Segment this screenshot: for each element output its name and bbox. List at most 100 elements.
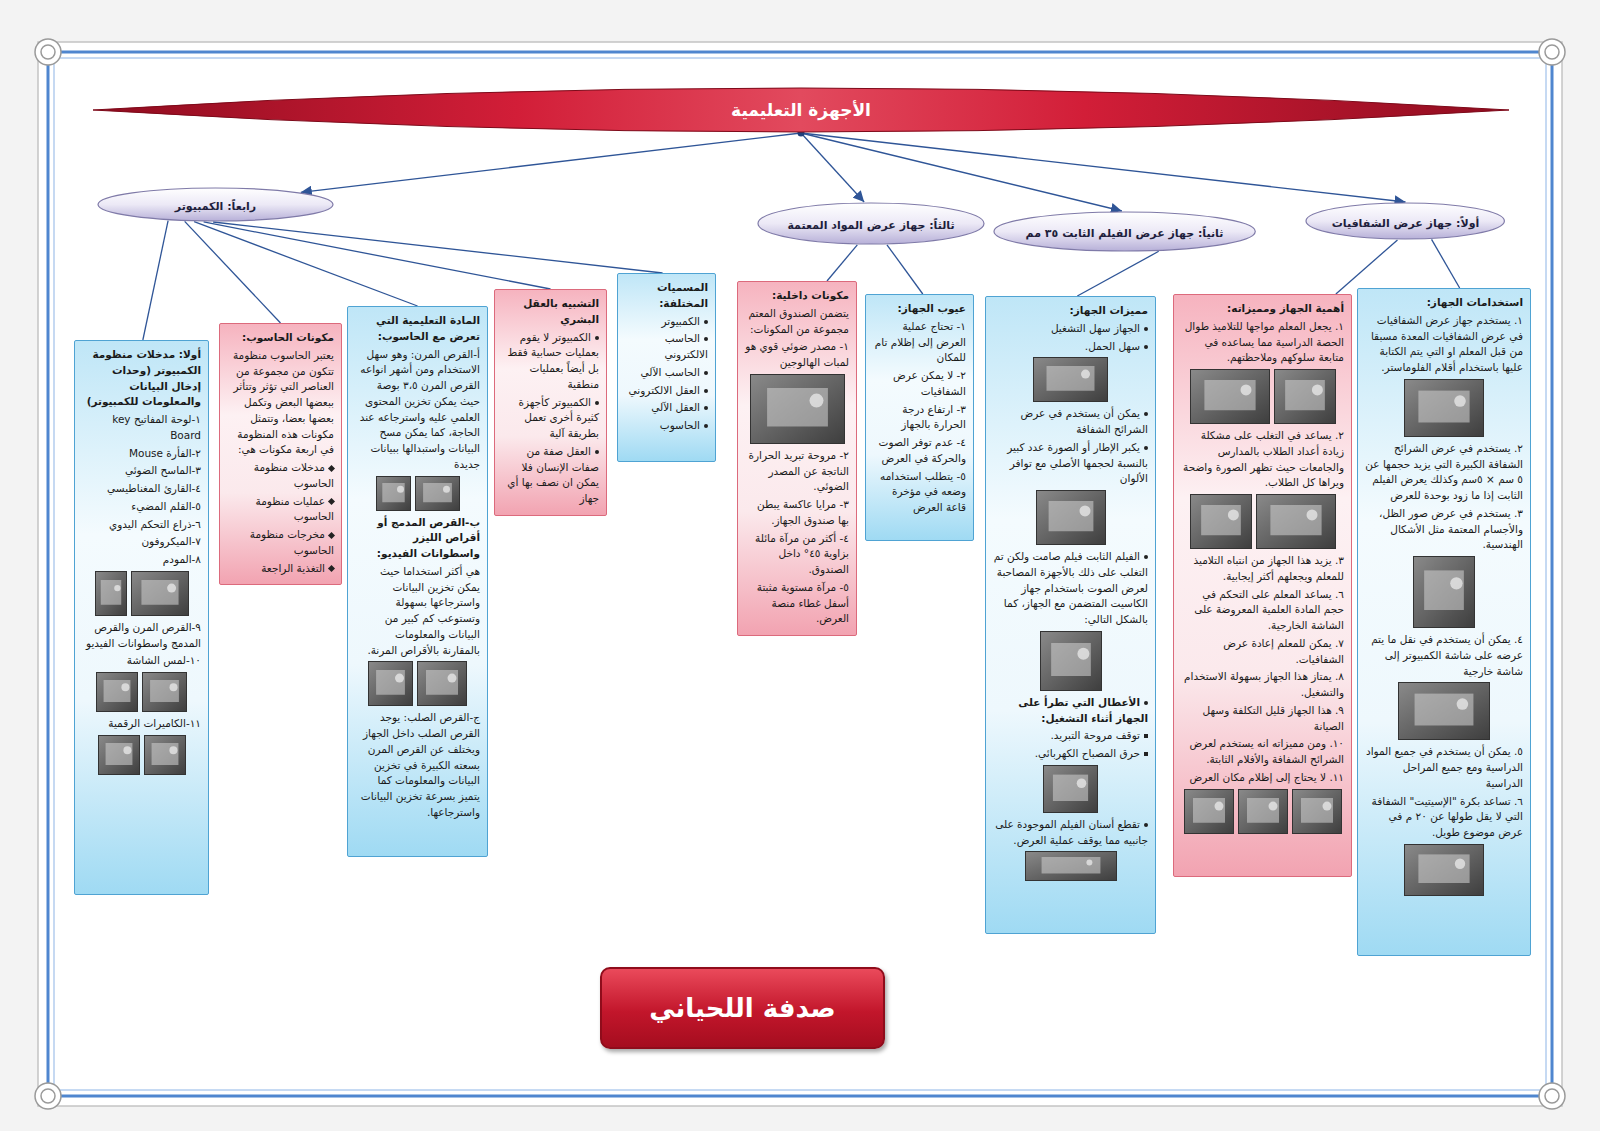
connector-arrow	[801, 133, 1405, 202]
connector-line	[1432, 239, 1460, 288]
connector-line	[1336, 240, 1398, 294]
bullet-mark	[704, 424, 708, 428]
text-item: التغذية الراجعة	[227, 561, 334, 577]
photo-detail	[1450, 577, 1462, 589]
photo-frame	[1025, 852, 1116, 881]
text-item: ٢-الفأرة Mouse	[82, 446, 201, 462]
text-item: ١- تحتاج عملية العرض إلى إظلام تام للمكا…	[873, 319, 966, 366]
text-item: ٥- مرآة مستوية مثبتة أسفل غطاء منصة العر…	[745, 580, 849, 627]
bullet-mark	[704, 371, 708, 375]
photo-frame	[1399, 683, 1490, 740]
box-text: ١٠. ومن مميزاته انه يستخدم لعرض الشرائح …	[1189, 737, 1344, 765]
box-text: ٣-الماسح الضوئي	[125, 464, 201, 476]
text-item: ثالثاً: جهاز عرض المواد المعتمة	[787, 214, 954, 233]
corner-ornament	[35, 39, 61, 65]
photo-frame	[750, 374, 844, 443]
box-text: العقل صفة من صفات الإنسان فلا يمكن ان نص…	[507, 445, 599, 504]
photo-row	[993, 765, 1148, 813]
photo	[1274, 369, 1336, 424]
box-text: صدفة اللحياني	[649, 993, 835, 1023]
photo-detail	[1424, 570, 1464, 610]
text-item: أولاً: جهاز عرض الشفافيات	[1332, 212, 1480, 231]
info-box: المسميات المختلفة:الكمبيوترالحاسب الالكت…	[617, 273, 716, 462]
text-item: ٤-القارئ المغناطيسي	[82, 481, 201, 497]
text-item: ج-القرص الصلب: يوجد القرص الصلب داخل الج…	[355, 710, 480, 820]
photo-detail	[104, 680, 131, 702]
photo-detail	[1079, 505, 1090, 516]
text-item: المسميات المختلفة:	[625, 280, 708, 312]
photo-detail	[1415, 694, 1474, 726]
photo-detail	[123, 746, 131, 754]
box-text: ٩-القرص المرن والقرص المدمج واسطوانات ال…	[86, 621, 201, 649]
text-item: ٤- عدم توفر الصوت والحركة في العرض	[873, 435, 966, 467]
text-item: ٢- مروحة تبريد الحرارة الناتجة عن المصدر…	[745, 448, 849, 495]
photo	[131, 571, 189, 616]
photo-detail	[1301, 798, 1333, 823]
box-heading: مكونات داخلية:	[772, 289, 849, 301]
box-text: الحاسب الآلي	[641, 366, 700, 378]
photo-row	[993, 851, 1148, 881]
photo	[1190, 369, 1270, 424]
photo-detail	[141, 580, 178, 605]
corner-ornament	[1545, 1089, 1559, 1103]
text-item: ٧. يمكن للمعلم إعادة عرض الشفافيات.	[1181, 636, 1344, 668]
box-text: عمليات منظومة الحاسوب	[256, 495, 335, 523]
photo-row	[82, 735, 201, 775]
text-item: ٦-ذراع التحكم اليدوي	[82, 517, 201, 533]
box-text: الكمبيوتر	[662, 315, 700, 327]
node-label: ثانياً: جهاز عرض الفيلم الثابت ٣٥ مم	[1026, 227, 1224, 240]
photo-detail	[114, 585, 120, 591]
box-text: ١- تحتاج عملية العرض إلى إظلام تام للمكا…	[875, 320, 966, 364]
bullet-mark	[1144, 555, 1148, 559]
photo	[1025, 851, 1117, 881]
text-item: ٨-المودم	[82, 552, 201, 616]
photo-row	[1365, 682, 1523, 740]
text-item: ١١-الكاميرات الرقمية	[82, 716, 201, 775]
author-box: صدفة اللحياني	[600, 967, 885, 1049]
photo-detail	[1247, 798, 1279, 823]
photo-detail	[767, 388, 828, 427]
outer-border	[38, 42, 1562, 1106]
info-box: مكونات داخلية:يتضمن الصندوق المعتم مجموع…	[737, 281, 857, 636]
text-item: ٨. يمتاز هذا الجهاز بسهولة الاستخدام وال…	[1181, 669, 1344, 701]
photo-detail	[1285, 380, 1325, 410]
text-item: صدفة اللحياني	[649, 993, 835, 1023]
photo	[1404, 379, 1484, 437]
photo-row	[1181, 369, 1344, 424]
text-item: الأعطال التي تطرأ على الجهاز أثناء التشغ…	[993, 695, 1148, 727]
text-item: أولا: مدخلات منظومة الكمبيوتر (وحدات إدخ…	[82, 347, 201, 410]
title-band: الأجهزة التعليمية	[92, 87, 1510, 133]
text-item: سهل الحمل.	[993, 339, 1148, 403]
box-text: الكمبيوتر لا يقوم بعمليات حسابية فقط بل …	[507, 331, 599, 390]
box-text: ٣- مرايا عاكسة يبطن بها صندوق الجهاز.	[757, 498, 849, 526]
box-text: ٩. هذا الجهاز قليل التكلفة وسهل الصيانة	[1203, 704, 1344, 732]
bullet-mark	[1144, 327, 1148, 331]
photo-detail	[1227, 509, 1238, 520]
photo-frame	[98, 735, 139, 774]
photo-frame	[131, 571, 188, 615]
info-box: أهمية الجهاز ومميزاته:١. يجعل المعلم موا…	[1173, 294, 1352, 877]
box-heading: الأعطال التي تطرأ على الجهاز أثناء التشغ…	[1018, 696, 1148, 724]
text-item: الكمبيوتر	[625, 314, 708, 330]
branch-ellipse: رابعاً: الكمبيوتر	[97, 187, 334, 222]
photo-detail	[1418, 854, 1469, 883]
box-text: سهل الحمل.	[1085, 340, 1140, 352]
text-item: ١٠-لمس الشاشة	[82, 653, 201, 712]
photo-detail	[395, 674, 404, 683]
photo	[1036, 490, 1106, 545]
box-text: ٦-ذراع التحكم اليدوي	[109, 518, 201, 530]
info-box: عيوب الجهاز:١- تحتاج عملية العرض إلى إظل…	[865, 294, 974, 541]
text-item: استخدامات الجهاز:	[1365, 295, 1523, 311]
photo-row	[1181, 789, 1344, 834]
box-text: توقف مروحة التبريد.	[1050, 729, 1140, 741]
text-item: أهمية الجهاز ومميزاته:	[1181, 301, 1344, 317]
photo-row	[993, 357, 1148, 402]
bullet-mark	[1144, 752, 1148, 756]
text-item: ٢. يساعد في التغلب على مشكلة زيادة أعداد…	[1181, 428, 1344, 549]
box-text: ٣. يستخدم في عرض صور الظل، والأجسام المع…	[1379, 507, 1523, 551]
photo-frame	[1184, 789, 1233, 833]
text-item: المادة التعليمية التي تعرض مع الحاسوب:	[355, 313, 480, 345]
photo	[1292, 789, 1342, 834]
photo-detail	[1454, 395, 1466, 407]
inner-border	[54, 58, 1546, 1090]
